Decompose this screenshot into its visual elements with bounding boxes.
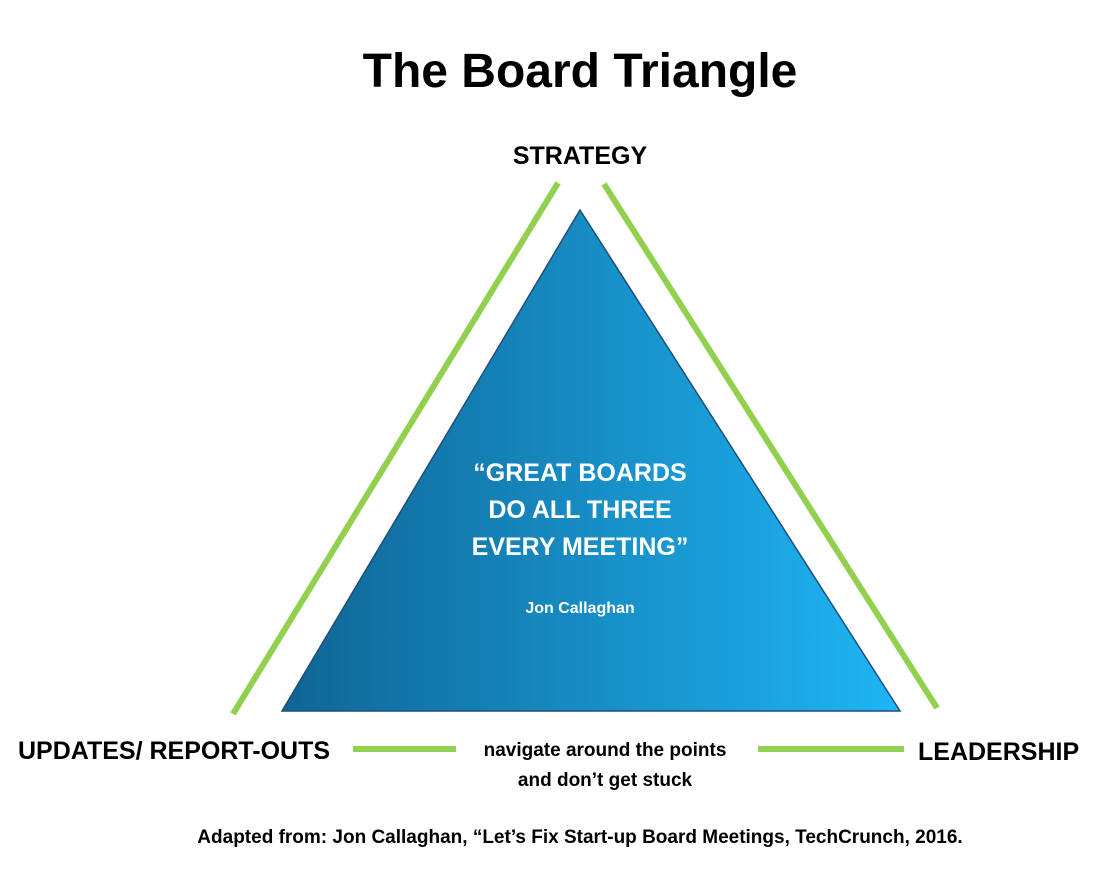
navigation-note-line: navigate around the points [483, 740, 727, 761]
navigation-note: navigate around the points and don’t get… [455, 736, 755, 796]
quote-line: EVERY MEETING” [471, 533, 689, 561]
vertex-label-updates: UPDATES/ REPORT-OUTS [18, 737, 331, 765]
edge-line-right [601, 182, 940, 710]
center-quote: “GREAT BOARDS DO ALL THREE EVERY MEETING… [420, 455, 740, 566]
central-triangle [280, 208, 902, 712]
quote-author: Jon Callaghan [525, 600, 635, 617]
quote-line: DO ALL THREE [488, 496, 672, 524]
source-citation: Adapted from: Jon Callaghan, “Let’s Fix … [197, 827, 963, 848]
navigation-note-line: and don’t get stuck [517, 770, 693, 791]
edge-line-left [230, 181, 561, 716]
page-title: The Board Triangle [362, 45, 798, 98]
quote-line: “GREAT BOARDS [473, 459, 687, 487]
vertex-label-strategy: STRATEGY [512, 142, 648, 170]
vertex-label-leadership: LEADERSHIP [918, 738, 1080, 766]
